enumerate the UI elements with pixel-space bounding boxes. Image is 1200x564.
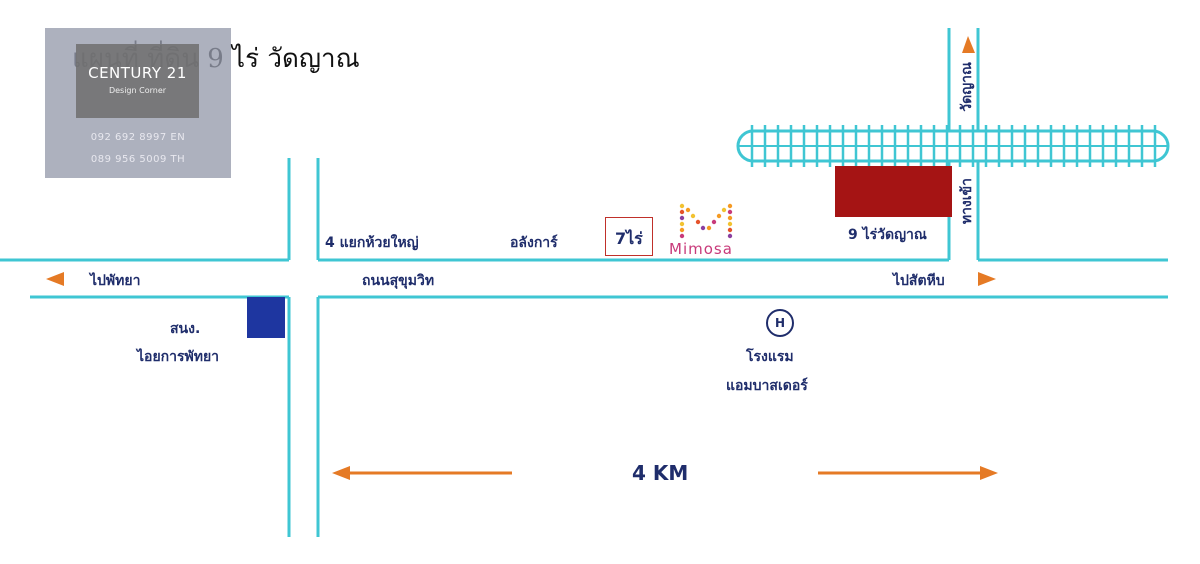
mimosa-dot xyxy=(685,207,691,213)
mimosa-dot xyxy=(727,233,733,239)
mimosa-dot xyxy=(700,225,706,231)
mimosa-dot xyxy=(695,219,701,225)
label-alangkan: อลังการ์ xyxy=(510,235,558,251)
label-entrance: ทางเข้า xyxy=(959,178,975,225)
distance-arrow-right-icon xyxy=(980,466,998,480)
mimosa-dot xyxy=(706,225,712,231)
hospital-icon: H xyxy=(766,309,794,337)
label-intersection: 4 แยกห้วยใหญ่ xyxy=(325,235,419,251)
mimosa-dot xyxy=(727,227,733,233)
label-to-pattaya: ไปพัทยา xyxy=(90,273,141,289)
label-wat-yan: วัดญาณ xyxy=(959,62,975,112)
mimosa-dot xyxy=(721,207,727,213)
mimosa-dot xyxy=(727,209,733,215)
label-nine-rai: 9 ไร่วัดญาณ xyxy=(848,227,927,243)
distance-arrow-left-icon xyxy=(332,466,350,480)
mimosa-dot xyxy=(716,213,722,219)
mimosa-dot xyxy=(679,221,685,227)
logo-sub: Design Corner xyxy=(108,86,167,95)
railway-track xyxy=(736,125,1170,167)
police-office-block xyxy=(247,297,285,338)
up-arrow-icon xyxy=(962,36,975,53)
mimosa-dot xyxy=(690,213,696,219)
label-hotel-2: แอมบาสเดอร์ xyxy=(726,378,808,394)
label-hotel-1: โรงแรม xyxy=(746,349,794,365)
label-sukhumvit: ถนนสุขุมวิท xyxy=(362,273,435,289)
label-seven: 7ไร่ xyxy=(615,229,643,248)
mimosa-dot xyxy=(679,215,685,221)
label-police-1: สนง. xyxy=(170,321,201,337)
mimosa-dot xyxy=(679,233,685,239)
phone-en: 092 692 8997 EN xyxy=(90,132,186,143)
mimosa-dot xyxy=(679,227,685,233)
label-police-2: ไอยการพัทยา xyxy=(137,349,220,365)
label-to-sattahip: ไปสัตหีบ xyxy=(893,273,945,289)
century21-watermark: CENTURY 21 Design Corner 092 692 8997 EN… xyxy=(45,28,231,178)
nine-rai-land-plot xyxy=(835,166,952,217)
mimosa-dot xyxy=(727,215,733,221)
phone-th: 089 956 5009 TH xyxy=(90,154,186,165)
seven-rai-box: 7ไร่ xyxy=(605,217,653,256)
left-arrow-icon xyxy=(46,272,64,286)
mimosa-dot xyxy=(679,203,685,209)
mimosa-dot xyxy=(711,219,717,225)
century21-logo: CENTURY 21 Design Corner xyxy=(76,44,199,118)
label-distance: 4 KM xyxy=(632,461,689,485)
logo-brand: CENTURY 21 xyxy=(88,64,187,82)
mimosa-dot xyxy=(679,209,685,215)
mimosa-dot xyxy=(727,221,733,227)
right-arrow-icon xyxy=(978,272,996,286)
mimosa-dot xyxy=(727,203,733,209)
label-mimosa: Mimosa xyxy=(669,240,733,258)
mimosa-logo-icon xyxy=(679,203,733,239)
